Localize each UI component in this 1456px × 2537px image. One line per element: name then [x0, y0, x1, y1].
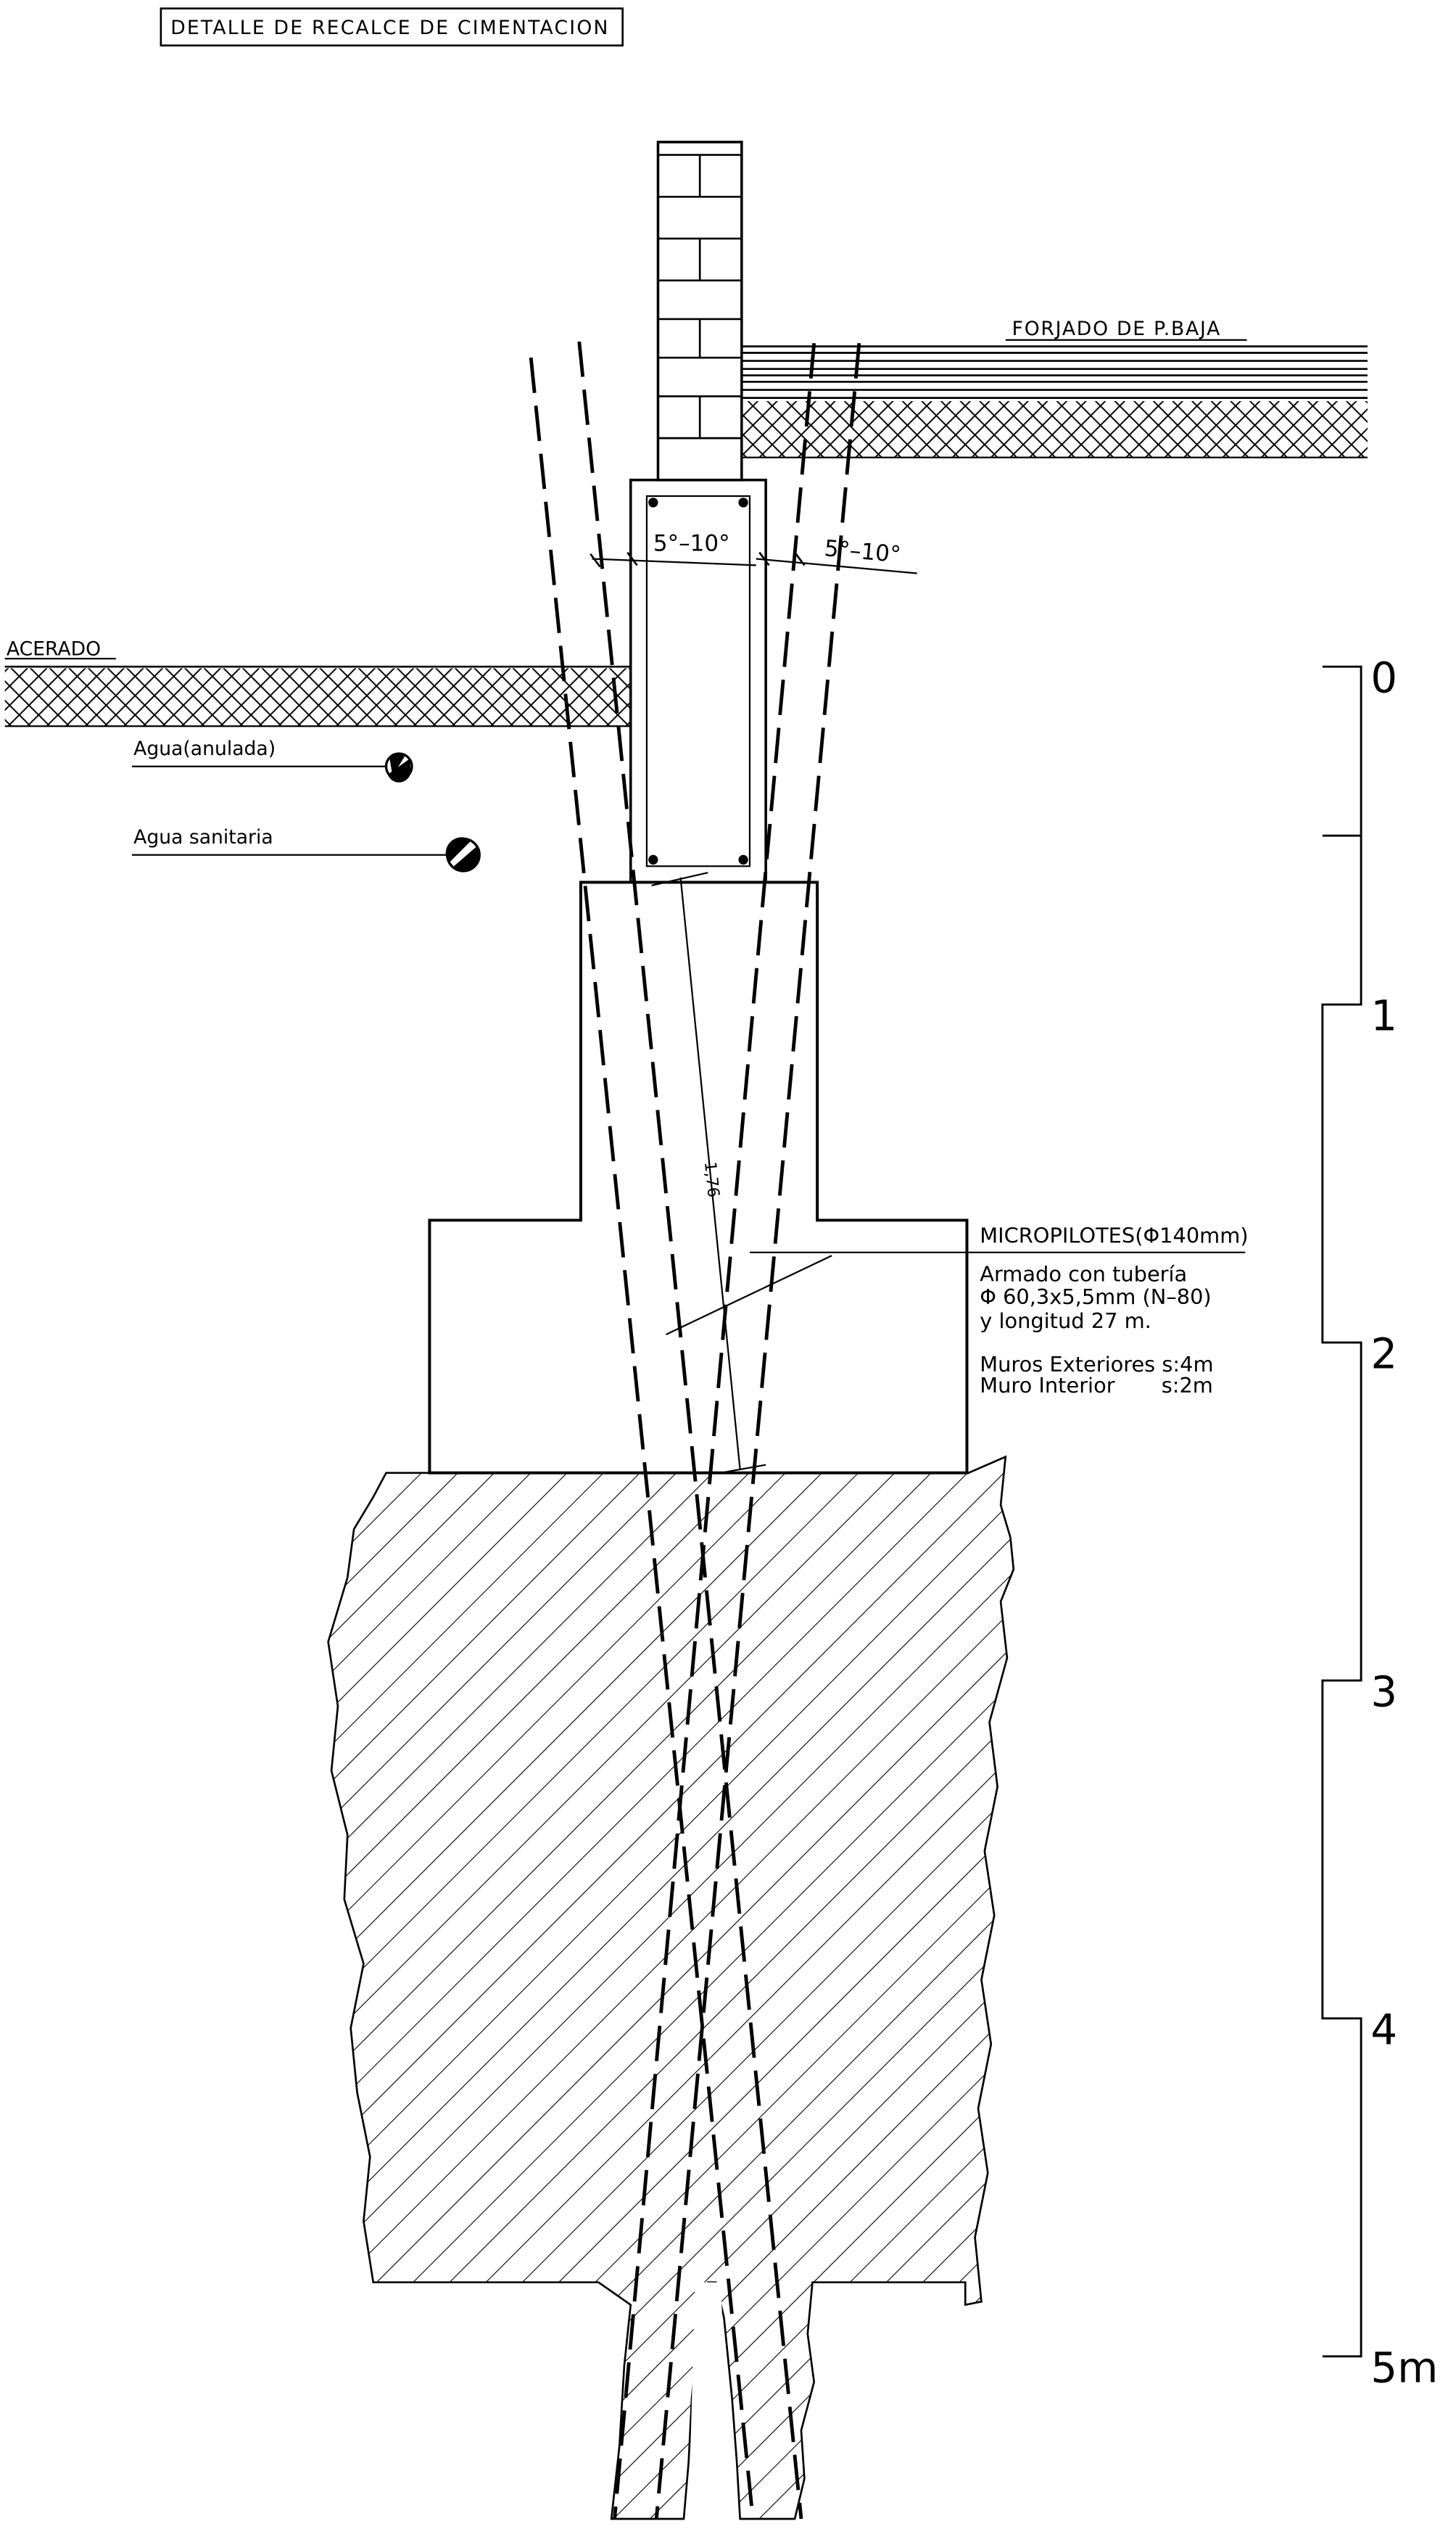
agua-sanitaria-label: Agua sanitaria [133, 826, 273, 849]
scale-tick-label: 5m [1370, 2343, 1438, 2392]
forjado-label: FORJADO DE P.BAJA [1012, 318, 1222, 340]
brick-wall [656, 141, 743, 482]
graphic-scale: 0 1 2 3 4 5m [1321, 653, 1438, 2392]
scale-tick-label: 1 [1370, 991, 1397, 1041]
micropiles [529, 341, 861, 2520]
callout-line: y longitud 27 m. [980, 1308, 1151, 1333]
micropile-line [577, 341, 803, 2520]
rebar-dot [648, 498, 658, 508]
micropile-line [654, 342, 861, 2520]
rebar-dot [738, 854, 748, 865]
title-text: DETALLE DE RECALCE DE CIMENTACION [170, 17, 609, 39]
rebar-dot [648, 854, 658, 865]
scale-tick-label: 0 [1370, 653, 1397, 703]
dimension-label: 1,76 [700, 1160, 723, 1198]
angle-right-label: 5°–10° [823, 535, 902, 568]
angle-left-label: 5°–10° [653, 530, 730, 556]
rebar-dot [738, 498, 748, 508]
acerado-label: ACERADO [7, 638, 101, 661]
title-block: DETALLE DE RECALCE DE CIMENTACION [160, 7, 624, 47]
utility-water-cancelled: Agua(anulada) [131, 738, 413, 783]
underpinning-block [428, 880, 969, 1474]
micropile-line [613, 342, 816, 2520]
micropilotes-heading: MICROPILOTES(Φ140mm) [980, 1223, 1248, 1247]
micropilotes-callout: MICROPILOTES(Φ140mm) Armado con tubería … [666, 1223, 1249, 1398]
dimension-annotation: 1,76 [651, 872, 766, 1474]
angle-annotation: 5°–10° 5°–10° [590, 530, 917, 574]
floor-slab: FORJADO DE P.BAJA [741, 318, 1368, 458]
micropile-line [529, 357, 755, 2520]
callout-line: Muro Interior s:2m [980, 1373, 1213, 1398]
rock-stratum [327, 1455, 1015, 2520]
callout-line: Φ 60,3x5,5mm (N–80) [980, 1284, 1211, 1309]
scale-tick-label: 3 [1370, 1667, 1397, 1717]
callout-line: Armado con tubería [980, 1262, 1187, 1287]
callout-line: Muros Exteriores s:4m [980, 1352, 1213, 1377]
scale-tick-label: 4 [1370, 2005, 1397, 2054]
agua-anulada-label: Agua(anulada) [133, 738, 276, 760]
utility-water-sanitary: Agua sanitaria [131, 826, 481, 873]
sidewalk: ACERADO [4, 638, 631, 727]
scale-tick-label: 2 [1370, 1329, 1397, 1379]
